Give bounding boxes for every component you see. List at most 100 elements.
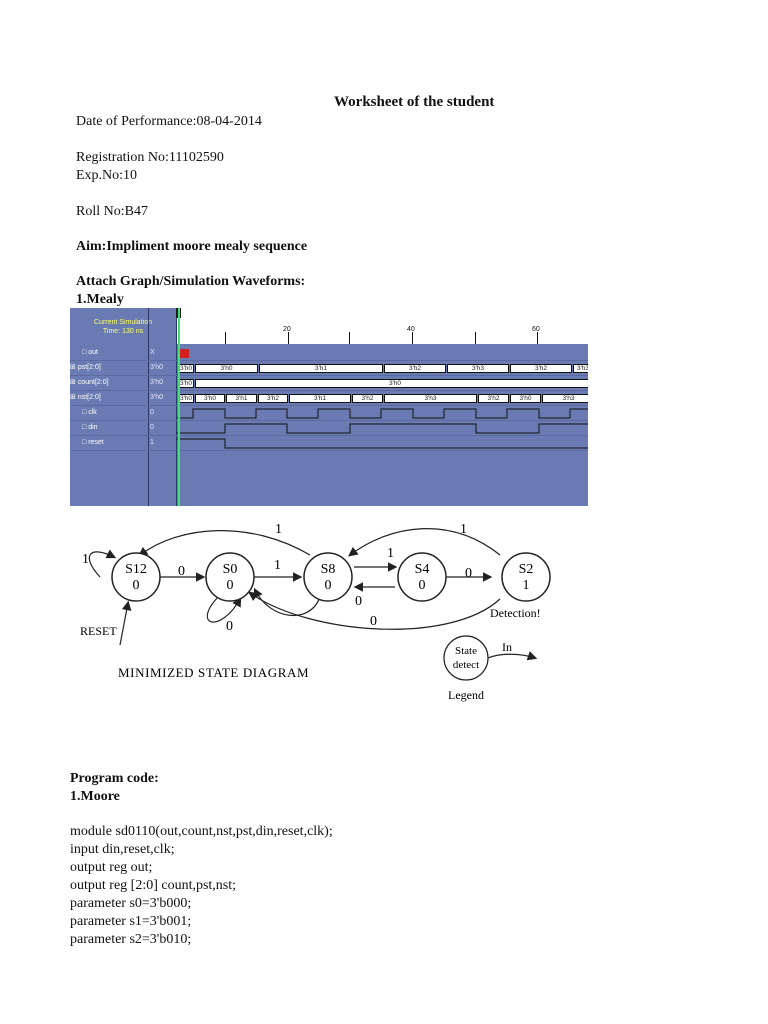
row-divider [70,420,588,421]
ruler-tick [288,332,289,344]
code-line: output reg [2:0] count,pst,nst; [70,878,237,893]
signal-label: clk [88,409,97,416]
edge-label: 0 [178,564,185,579]
signal-name-din[interactable]: □ din [70,421,160,435]
track-count: 3'h0 3'h0 [177,377,588,390]
bus-segment: 3'h2 [352,394,383,403]
edge-label: 1 [275,522,282,537]
state-name: S2 [519,562,534,577]
bus-segment: 3'h2 [510,364,572,373]
state-name: S8 [321,562,336,577]
state-output: 0 [227,578,234,593]
code-line: output reg out; [70,860,153,875]
reset-waveform [177,438,588,449]
bus-segment: 3'h0 [510,394,541,403]
state-s4: S4 0 [397,552,447,602]
bus-segment: 3'h0 [195,394,225,403]
simulation-header-line1: Current Simulation [94,319,152,326]
time-cursor[interactable] [178,308,180,506]
signal-value-clk: 0 [150,409,154,416]
section-mealy: 1.Mealy [76,292,124,307]
transition-s12-self [88,549,117,578]
edge-label: 1 [274,558,281,573]
legend-detect-label: detect [453,659,479,671]
bus-segment: 3'h3 [447,364,509,373]
signal-icon: □ [82,409,87,416]
legend-arrow [487,651,538,661]
detection-label: Detection! [490,606,541,620]
track-pst: 3'h0 3'h0 3'h1 3'h2 3'h3 3'h2 3'h3 [177,362,588,375]
edge-label: 0 [465,566,472,581]
signal-icon: □ [82,349,87,356]
signal-icon: □ [82,424,87,431]
legend: State detect In Legend [443,635,538,702]
state-output: 1 [523,578,530,593]
row-divider [70,375,588,376]
ruler-tick-label: 60 [532,326,540,333]
code-line: input din,reset,clk; [70,842,175,857]
expand-icon[interactable]: ⊞ [70,394,76,401]
bus-segment: 3'h0 [178,379,194,388]
signal-name-nst[interactable]: ⊞ nst[2:0] [70,391,148,405]
time-ruler: 20 40 60 [177,308,588,344]
signal-label: din [88,424,98,431]
legend-in-label: In [502,640,512,654]
registration-number: Registration No:11102590 [76,150,224,165]
edge-label: 1 [387,546,394,561]
signal-name-clk[interactable]: □ clk [70,406,160,420]
state-s12: S12 0 [111,552,161,602]
code-line: module sd0110(out,count,nst,pst,din,rese… [70,824,333,839]
state-s2: S2 1 [501,552,551,602]
ruler-tick-label: 40 [407,326,415,333]
diagram-title: MINIMIZED STATE DIAGRAM [118,665,309,680]
track-nst: 3'h0 3'h0 3'h1 3'h2 3'h1 3'h2 3'h3 3'h2 … [177,392,588,405]
row-divider [70,360,588,361]
edge-label: 1 [82,552,89,567]
ruler-tick [537,332,538,344]
expand-icon[interactable]: ⊞ [70,379,76,386]
signal-value-reset: 1 [150,439,154,446]
signal-name-count[interactable]: ⊞ count[2:0] [70,376,148,390]
experiment-number: Exp.No:10 [76,168,138,183]
reset-label: RESET [80,624,117,638]
state-diagram: S12 0 S0 0 S8 0 S4 0 S2 1 1 1 0 1 1 1 0 … [80,522,551,702]
bus-segment: 3'h0 [178,364,194,373]
edge-label: 1 [460,522,467,537]
simulation-time-header: Current Simulation Time: 130 ns [70,308,176,344]
ruler-tick [225,332,226,344]
section-moore: 1.Moore [70,789,120,804]
ruler-tick-label: 20 [283,326,291,333]
signal-label: pst[2:0] [77,364,101,371]
signal-name-pst[interactable]: ⊞ pst[2:0] [70,361,148,375]
bus-segment: 3'h1 [289,394,351,403]
din-waveform [177,423,588,434]
simulation-waveform: Current Simulation Time: 130 ns 20 40 60… [70,308,588,506]
signal-name-reset[interactable]: □ reset [70,436,160,450]
bus-segment: 3'h3 [384,394,477,403]
track-out [177,347,588,360]
ruler-tick [475,332,476,344]
state-s0: S0 0 [205,552,255,602]
bus-segment: 3'h0 [178,394,194,403]
state-output: 0 [419,578,426,593]
signal-icon: □ [82,439,87,446]
bus-segment: 3'h0 [195,364,258,373]
transition-s0-self [206,594,242,623]
signal-value-out: X [150,349,155,356]
expand-icon[interactable]: ⊞ [70,364,76,371]
signal-label: reset [88,439,104,446]
legend-caption: Legend [448,688,484,702]
transition-s2-s8 [348,528,501,557]
signal-value-nst: 3'h0 [150,394,164,401]
unknown-value-marker [179,349,189,358]
transition-s8-s12 [138,530,311,557]
reset-arrow [119,600,132,646]
signal-name-out[interactable]: □ out [70,346,160,360]
legend-state-label: State [455,645,477,657]
bus-segment: 3'h2 [478,394,509,403]
transition-s8-s0 [253,587,321,617]
state-name: S4 [415,562,430,577]
column-divider [148,308,149,506]
signal-value-count: 3'h0 [150,379,164,386]
roll-number: Roll No:B47 [76,204,148,219]
